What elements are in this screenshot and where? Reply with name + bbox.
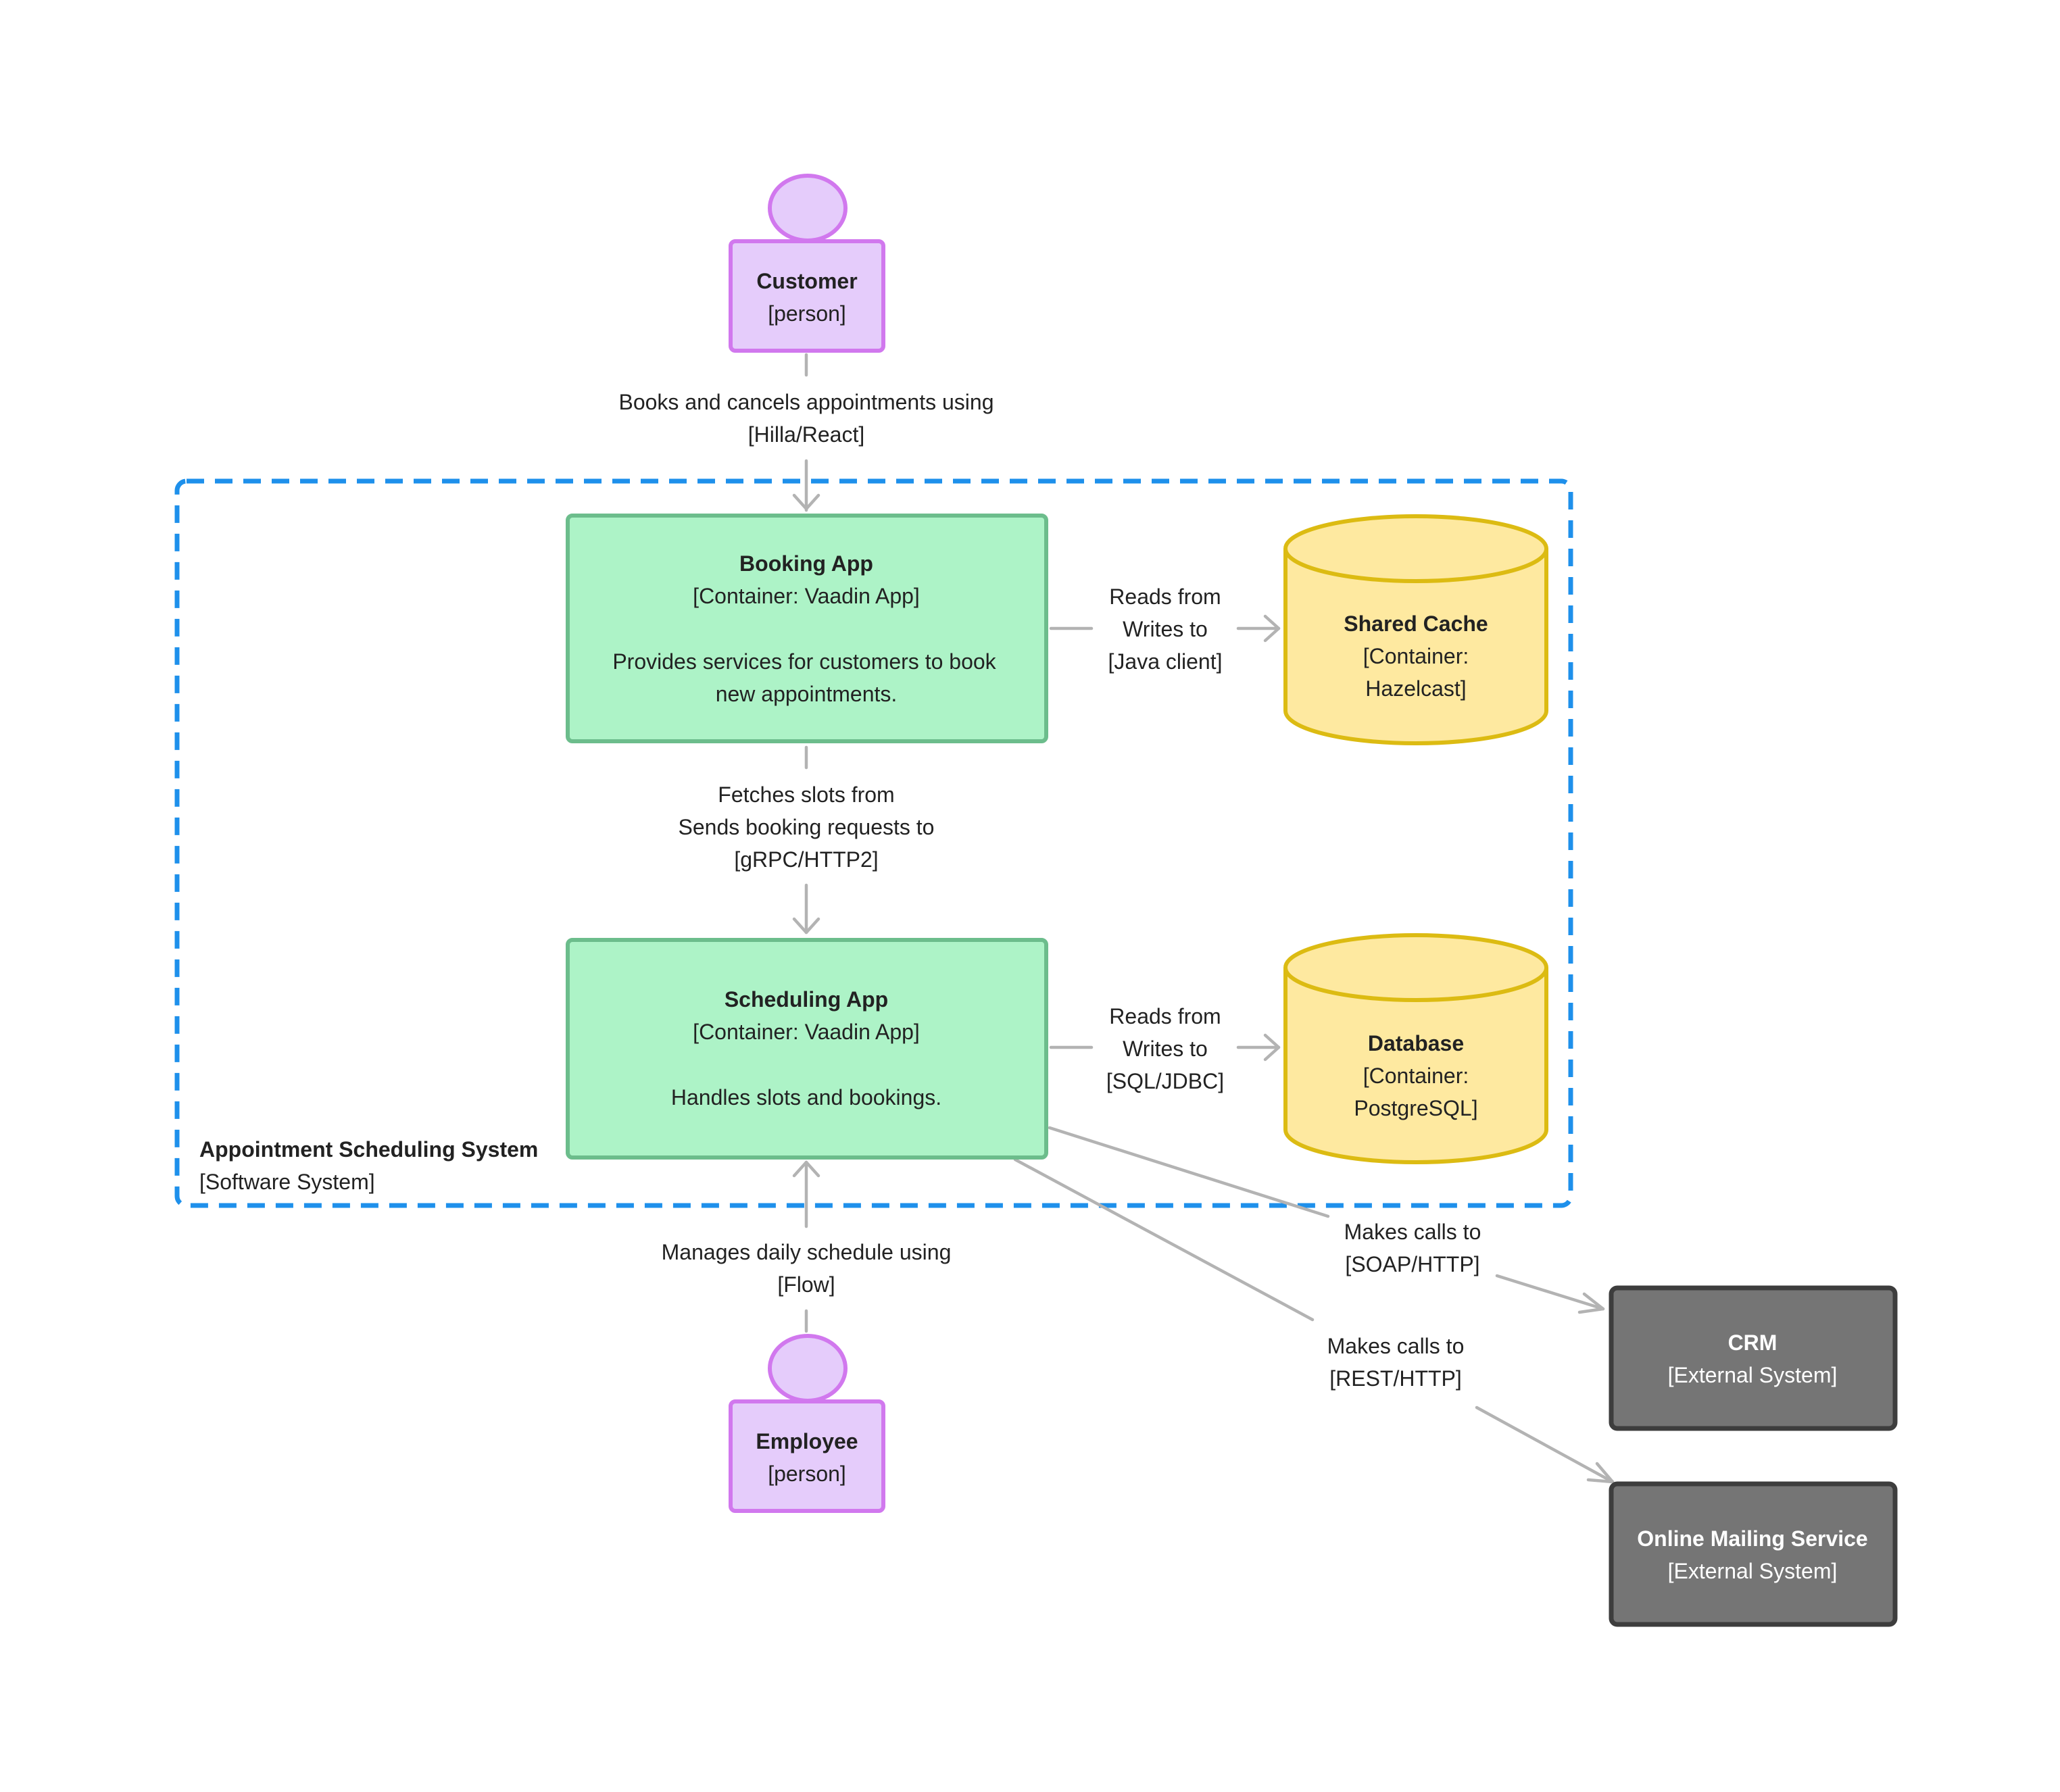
booking-app-desc-1: Provides services for customers to book	[612, 649, 996, 674]
node-shared-cache[interactable]: Shared Cache [Container: Hazelcast]	[1283, 514, 1548, 745]
booking-app-type: [Container: Vaadin App]	[693, 584, 920, 608]
node-employee[interactable]: Employee [person]	[729, 1334, 885, 1513]
system-boundary-title: Appointment Scheduling System	[199, 1137, 538, 1162]
edge-employee-scheduling-label-2: [Flow]	[777, 1272, 835, 1297]
edge-scheduling-crm-label-2: [SOAP/HTTP]	[1345, 1252, 1479, 1276]
node-crm[interactable]: CRM [External System]	[1609, 1285, 1898, 1431]
customer-head	[768, 174, 848, 243]
edge-scheduling-db-label-1: Reads from	[1109, 1004, 1221, 1028]
database-type-2: PostgreSQL]	[1354, 1096, 1477, 1120]
employee-title: Employee	[756, 1429, 858, 1453]
edge-booking-scheduling-label-2: Sends booking requests to	[679, 815, 935, 839]
edge-booking-cache-arrowhead	[1263, 614, 1281, 643]
edge-scheduling-db-label-3: [SQL/JDBC]	[1106, 1069, 1224, 1093]
node-scheduling-app[interactable]: Scheduling App [Container: Vaadin App] H…	[566, 938, 1048, 1160]
edge-scheduling-crm-line-top	[1048, 1126, 1330, 1218]
shared-cache-title: Shared Cache	[1344, 612, 1488, 636]
edge-scheduling-mailing-arrowhead	[1586, 1462, 1615, 1484]
shared-cache-type-1: [Container:	[1363, 644, 1469, 668]
mailing-service-title: Online Mailing Service	[1637, 1526, 1867, 1551]
node-mailing-service[interactable]: Online Mailing Service [External System]	[1609, 1481, 1898, 1627]
customer-body	[729, 239, 885, 353]
edge-scheduling-crm-line-bottom	[1495, 1274, 1605, 1311]
database-body	[1283, 968, 1548, 1164]
edges: Books and cancels appointments using [Hi…	[618, 353, 1615, 1484]
edge-employee-scheduling-label-1: Manages daily schedule using	[662, 1240, 952, 1264]
edge-employee-scheduling-arrowhead	[792, 1160, 820, 1178]
edge-booking-scheduling-label-3: [gRPC/HTTP2]	[734, 847, 878, 872]
booking-app-title: Booking App	[739, 551, 873, 576]
database-title: Database	[1368, 1031, 1464, 1055]
database-top	[1283, 933, 1548, 1002]
crm-type: [External System]	[1668, 1363, 1838, 1387]
edge-scheduling-mailing-label-2: [REST/HTTP]	[1329, 1366, 1462, 1391]
customer-title: Customer	[756, 269, 857, 293]
node-database[interactable]: Database [Container: PostgreSQL]	[1283, 933, 1548, 1164]
booking-app-desc-2: new appointments.	[716, 682, 898, 706]
crm-box	[1609, 1285, 1898, 1431]
edge-scheduling-mailing-line-bottom	[1475, 1405, 1615, 1484]
node-booking-app[interactable]: Booking App [Container: Vaadin App] Prov…	[566, 514, 1048, 743]
edge-customer-booking-label-1: Books and cancels appointments using	[618, 390, 994, 414]
edge-customer-booking-arrowhead	[792, 493, 820, 511]
system-boundary-frame	[174, 478, 1573, 1208]
database-type-1: [Container:	[1363, 1064, 1469, 1088]
edge-scheduling-mailing-label-1: Makes calls to	[1327, 1334, 1465, 1358]
mailing-service-box	[1609, 1481, 1898, 1627]
scheduling-app-desc-1: Handles slots and bookings.	[671, 1085, 941, 1110]
edge-scheduling-crm-label-1: Makes calls to	[1344, 1220, 1481, 1244]
shared-cache-body	[1283, 549, 1548, 745]
scheduling-app-box	[566, 938, 1048, 1160]
edge-booking-scheduling-arrowhead	[792, 917, 820, 935]
shared-cache-top	[1283, 514, 1548, 583]
edge-scheduling-mailing-line-top	[1013, 1158, 1315, 1322]
customer-type: [person]	[768, 301, 846, 326]
node-customer[interactable]: Customer [person]	[729, 174, 885, 353]
edge-scheduling-db-label-2: Writes to	[1123, 1037, 1208, 1061]
mailing-service-type: [External System]	[1668, 1559, 1838, 1583]
scheduling-app-type: [Container: Vaadin App]	[693, 1020, 920, 1044]
system-boundary: Appointment Scheduling System [Software …	[174, 478, 1573, 1208]
edge-booking-cache-label-3: [Java client]	[1108, 649, 1223, 674]
booking-app-box	[566, 514, 1048, 743]
employee-type: [person]	[768, 1462, 846, 1486]
edge-scheduling-crm-arrowhead	[1577, 1292, 1605, 1314]
crm-title: CRM	[1728, 1330, 1777, 1355]
edge-scheduling-db-arrowhead	[1263, 1033, 1281, 1062]
edge-booking-scheduling-label-1: Fetches slots from	[718, 782, 894, 807]
shared-cache-type-2: Hazelcast]	[1365, 676, 1466, 701]
employee-head	[768, 1334, 848, 1403]
edge-booking-cache-label-1: Reads from	[1109, 584, 1221, 609]
system-boundary-type: [Software System]	[199, 1170, 375, 1194]
employee-body	[729, 1399, 885, 1513]
edge-booking-cache-label-2: Writes to	[1123, 617, 1208, 641]
scheduling-app-title: Scheduling App	[725, 987, 888, 1012]
edge-customer-booking-label-2: [Hilla/React]	[748, 422, 865, 447]
